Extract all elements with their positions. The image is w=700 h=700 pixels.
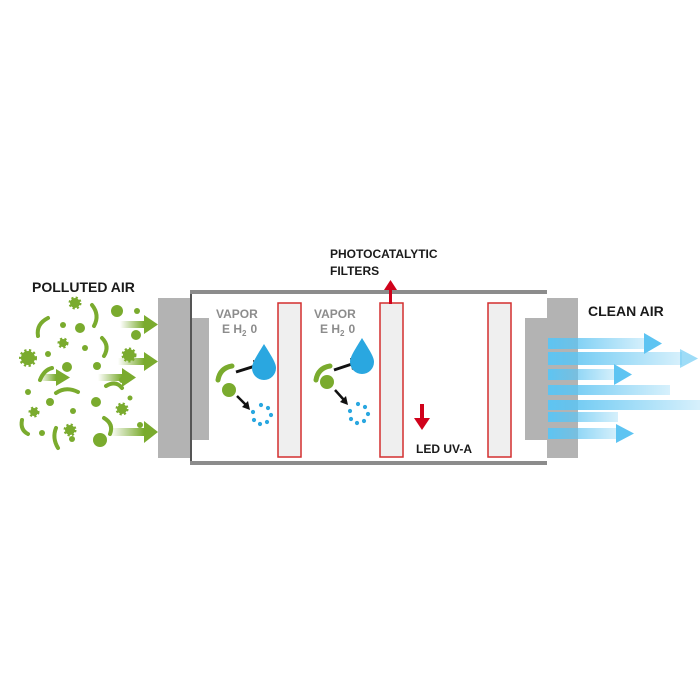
arrow-up-icon: [384, 280, 397, 304]
water-drop-icon: [252, 344, 276, 380]
photocatalytic-label-line2: FILTERS: [330, 264, 379, 278]
photocatalytic-label-line1: PHOTOCATALYTIC: [330, 247, 438, 261]
arrow-right-icon: [98, 368, 136, 387]
arrow-right-icon: [548, 424, 634, 443]
housing-bottom-rail: [190, 461, 547, 465]
led-uva-label: LED UV-A: [416, 442, 472, 456]
clean-air-label: CLEAN AIR: [588, 303, 664, 319]
arrow-right-icon: [40, 369, 70, 386]
photocatalytic-filter-3: [487, 302, 512, 458]
arrow-right-icon: [118, 352, 158, 371]
vapor-dots-icon-2: [347, 401, 371, 426]
photocatalytic-filter-2: [379, 302, 404, 458]
arrow-right-icon: [110, 421, 158, 443]
photocatalytic-filter-1: [277, 302, 302, 458]
arrow-right-icon: [548, 385, 670, 395]
inlet-inner-line: [190, 294, 192, 461]
arrow-right-icon: [548, 412, 618, 422]
inlet-housing-inner: [192, 318, 209, 440]
arrow-right-icon: [548, 364, 632, 385]
outlet-housing-inner: [525, 318, 547, 440]
arrow-right-icon: [548, 400, 700, 410]
polluted-flow-arrows: [40, 315, 158, 443]
polluted-air-label: POLLUTED AIR: [32, 279, 135, 295]
water-drop-icon-2: [350, 338, 374, 374]
vapor-dots-icon: [250, 402, 274, 427]
arrow-right-icon: [548, 349, 698, 368]
clean-air-flow-arrows: [548, 333, 700, 443]
arrow-down-icon: [414, 404, 430, 430]
vapor-label-2: VAPOR: [314, 307, 356, 321]
housing-top-rail: [190, 290, 547, 294]
inlet-housing-outer: [158, 298, 190, 458]
arrow-right-icon: [548, 333, 662, 354]
vapor-label-1: VAPOR: [216, 307, 258, 321]
arrow-right-icon: [120, 315, 158, 334]
